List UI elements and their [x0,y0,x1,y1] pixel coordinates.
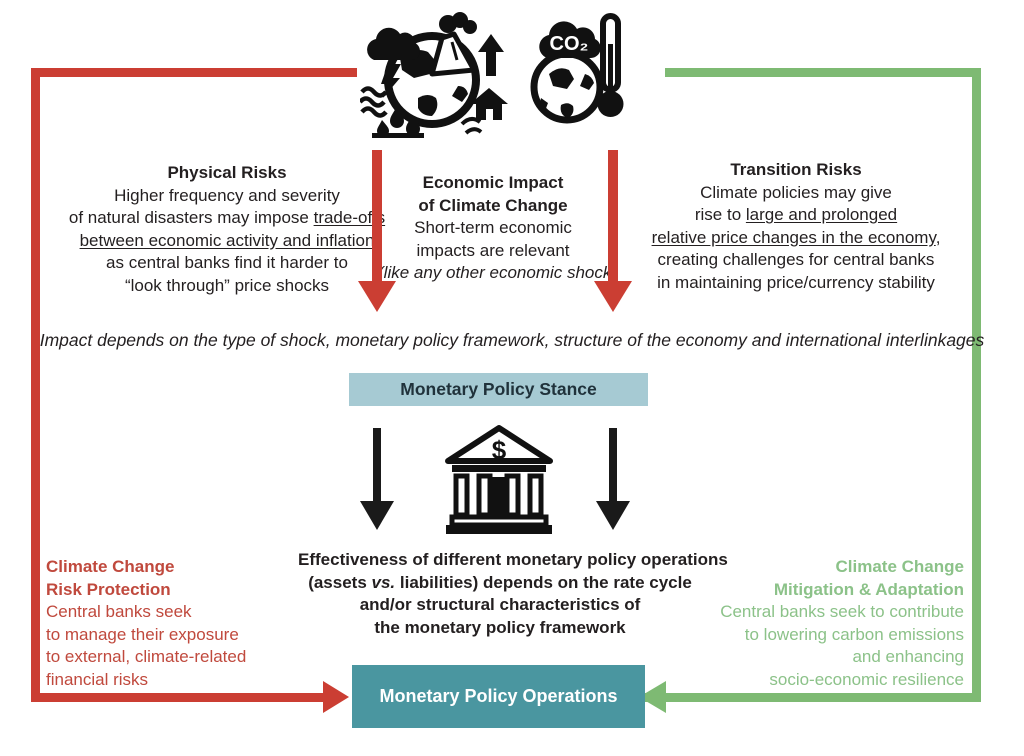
text-line: and enhancing [852,647,964,666]
text-line: to manage their exposure [46,624,239,644]
text-segment: of natural disasters may impose [68,208,314,227]
monetary-policy-stance-box: Monetary Policy Stance [349,373,648,406]
note-title: Climate Change [835,557,964,576]
natural-disasters-globe-icon [360,6,510,138]
text-line: rise to large and prolonged [628,204,964,227]
text-segment: rise to [694,205,746,224]
text-segment-underlined: large and prolonged [745,205,898,224]
text-line: and/or structural characteristics of [359,595,641,614]
red-loop-top-line [31,68,357,77]
text-line: Short-term economic [414,218,572,237]
text-line: as central banks find it harder to [106,253,348,272]
text-segment: (assets [308,572,372,592]
text-line: the monetary policy framework [374,617,626,637]
note-title: Risk Protection [46,579,171,599]
text-line: “look through” price shocks [124,275,330,295]
red-down-arrow-right [594,150,632,312]
text-line: Effectiveness of different monetary poli… [298,550,728,569]
text-line: Central banks seek [46,602,192,621]
black-down-arrow-left [360,428,394,530]
text-line: Higher frequency and severity [114,185,340,205]
transition-risks-block: Transition Risks Climate policies may gi… [628,159,964,294]
note-title: Mitigation & Adaptation [773,579,964,599]
central-bank-building-icon: $ [438,421,560,535]
monetary-policy-operations-box: Monetary Policy Operations [352,665,645,728]
text-segment: liabilities) depends on the rate cycle [395,572,692,592]
text-line: (assets vs. liabilities) depends on the … [298,572,702,595]
arrow-shaft [609,428,617,502]
arrow-shaft [373,428,381,502]
effectiveness-block: Effectiveness of different monetary poli… [298,549,728,639]
green-loop-right-line [972,68,981,702]
economic-impact-title: Economic Impact [422,173,564,192]
note-title: Climate Change [46,557,175,576]
arrow-shaft [608,150,618,282]
stance-box-label: Monetary Policy Stance [400,379,597,399]
arrow-head-icon [358,281,396,312]
text-line: in maintaining price/currency stability [657,272,935,292]
red-loop-bottom-line [31,693,324,702]
impact-note: Impact depends on the type of shock, mon… [39,330,985,350]
black-down-arrow-right [596,428,630,530]
text-line: Climate policies may give [700,182,892,202]
text-line: impacts are relevant [416,240,570,260]
climate-mitigation-adaptation-note: Climate Change Mitigation & Adaptation C… [712,556,964,691]
text-line: of natural disasters may impose trade-of… [62,207,392,230]
text-segment-italic: vs. [371,572,396,592]
transition-risks-title: Transition Risks [730,160,862,179]
physical-risks-title: Physical Risks [167,163,287,182]
arrow-head-icon [360,501,394,530]
text-segment: , [935,227,941,247]
economic-impact-block: Economic Impact of Climate Change Short-… [378,172,618,285]
red-loop-left-line [31,68,40,702]
text-segment-underlined: relative price changes in the economy [651,227,936,247]
text-segment-underlined: trade-offs [313,208,386,227]
text-line: to external, climate-related [46,647,247,666]
arrow-head-icon [596,501,630,530]
physical-risks-block: Physical Risks Higher frequency and seve… [62,162,392,297]
text-line-italic: (like any other economic shock) [378,263,618,282]
text-line-underlined: between economic activity and inflation [79,230,375,250]
arrow-head-icon [594,281,632,312]
operations-box-label: Monetary Policy Operations [379,686,618,706]
red-down-arrow-left [358,150,396,312]
green-loop-bottom-line [645,693,981,702]
bank-dollar-label: $ [492,435,507,465]
arrow-shaft [372,150,382,282]
text-line: financial risks [46,669,149,689]
text-line: socio-economic resilience [769,669,964,689]
co2-warming-thermometer-globe-icon: CO₂ [527,10,627,124]
economic-impact-title: of Climate Change [418,195,568,215]
climate-risk-protection-note: Climate Change Risk Protection Central b… [46,556,296,691]
text-line: relative price changes in the economy, [628,227,964,250]
co2-label: CO₂ [550,33,589,55]
text-line: Central banks seek to contribute [720,602,964,621]
green-loop-top-line [665,68,981,77]
red-loop-arrowhead-icon [323,681,349,713]
text-line: to lowering carbon emissions [744,624,964,644]
text-line: creating challenges for central banks [657,250,935,269]
